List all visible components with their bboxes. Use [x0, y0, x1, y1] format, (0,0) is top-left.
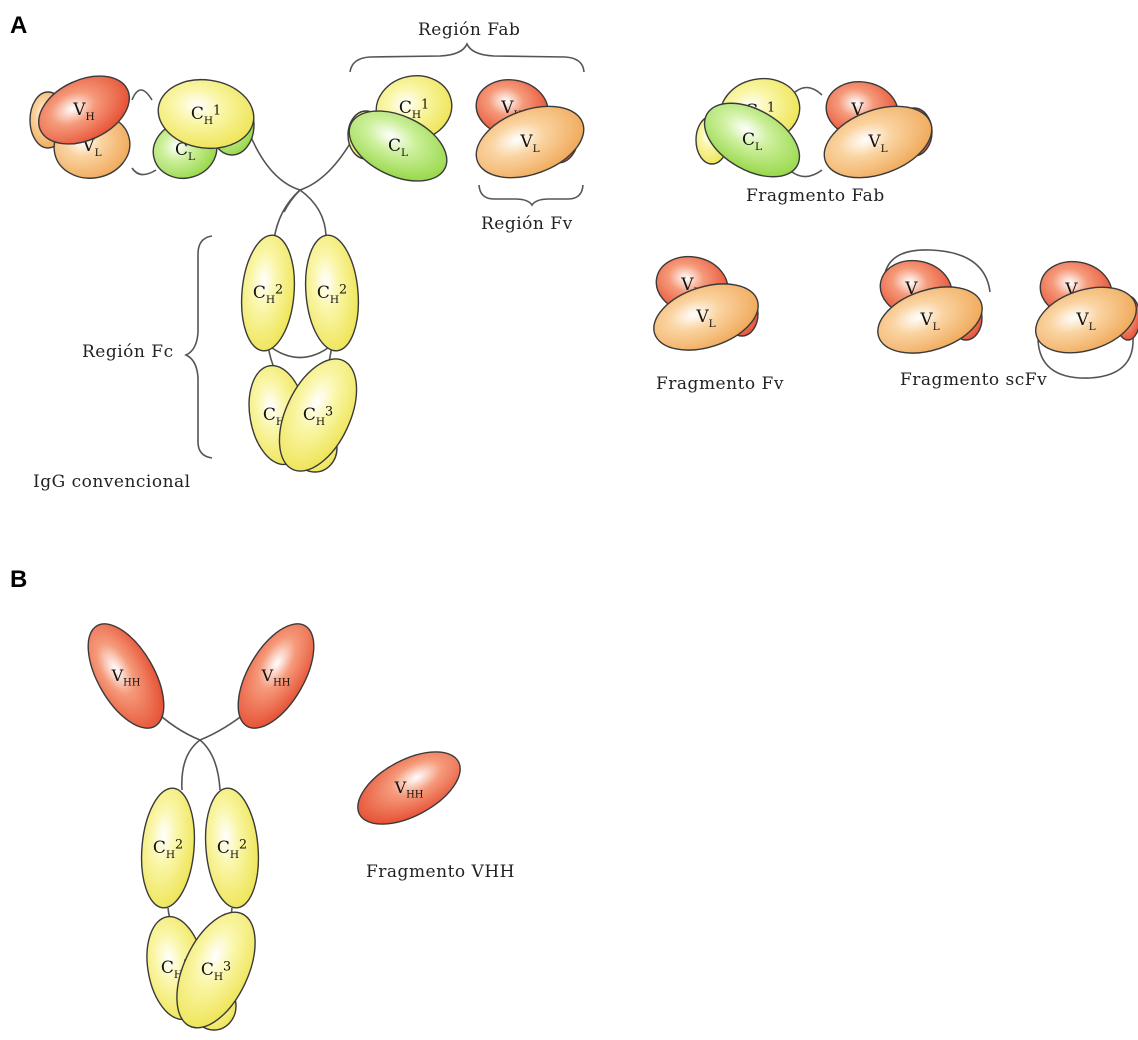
fragment-vhh-label: Fragmento VHH	[366, 862, 515, 882]
bracket-fv	[479, 185, 583, 205]
vhh-domain-left: VHH	[73, 612, 179, 740]
b-ch2-domain-left: CH2	[137, 786, 199, 910]
linker	[792, 170, 822, 177]
linker	[248, 130, 300, 190]
hinge	[274, 190, 300, 240]
b-ch2-domain-right: CH2	[201, 786, 263, 910]
vhh-domain-right: VHH	[223, 612, 329, 740]
linker	[300, 135, 355, 190]
hinge	[182, 740, 200, 790]
linker-lines	[132, 88, 1133, 936]
ch2-domain-left: CH2	[237, 233, 299, 353]
bracket-fab	[350, 44, 584, 72]
linker	[792, 88, 822, 96]
linker	[268, 345, 332, 358]
fragment-fv-label: Fragmento Fv	[656, 374, 784, 394]
ch2-domain-right: CH2	[301, 233, 363, 353]
region-fc-label: Región Fc	[82, 342, 174, 362]
hinge	[284, 190, 300, 212]
vhh-fragment: VHH	[346, 737, 471, 839]
linker	[132, 168, 156, 175]
linker	[132, 90, 152, 100]
hinge	[300, 190, 326, 236]
igg-label: IgG convencional	[33, 472, 191, 492]
hinge	[200, 740, 220, 790]
region-fv-label: Región Fv	[481, 214, 573, 234]
domains: VLVHCLCH1CH1CLVHVLCH2CH2CH3CH3CH1CLVHVLV…	[28, 63, 1138, 1040]
fragment-fab-label: Fragmento Fab	[746, 186, 885, 206]
fragment-scfv-label: Fragmento scFv	[900, 370, 1047, 390]
region-fab-label: Región Fab	[418, 20, 520, 40]
bracket-fc	[186, 236, 212, 458]
